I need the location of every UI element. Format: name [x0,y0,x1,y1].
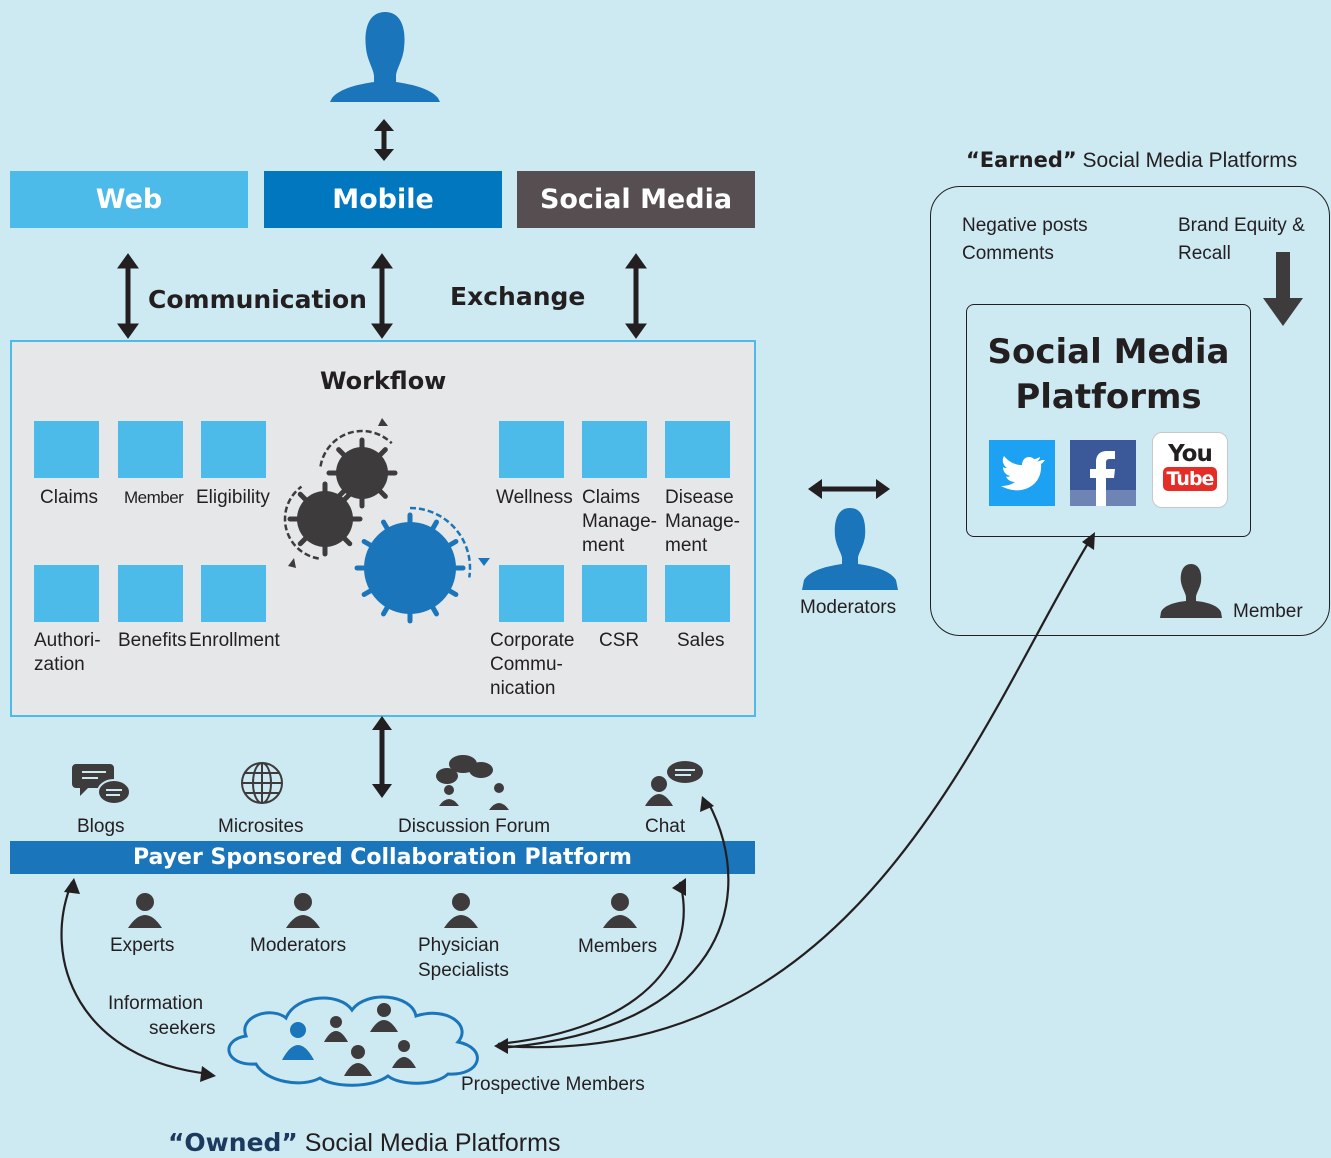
module-label: Authori- [34,630,101,651]
module-block [34,421,99,478]
person-icon [603,893,637,928]
communication-label: Communication [148,285,367,314]
module-block [665,421,730,478]
module-label: Claims [582,487,641,508]
comments-label: Comments [962,243,1054,264]
earned-caption-bold: “Earned” [966,148,1077,172]
globe-icon [241,762,283,804]
double-arrow-icon [372,716,392,798]
exchange-label: Exchange [450,282,586,311]
platforms-title: Social Media Platforms [966,330,1251,420]
user-icon [330,12,440,102]
module-block [201,565,266,622]
brand-equity-label: Brand Equity & [1178,215,1305,236]
module-label: Manage- [582,511,657,532]
moderators-center-label: Moderators [800,597,897,618]
module-label: zation [34,654,85,675]
prospective-members-label: Prospective Members [461,1074,645,1095]
owned-caption: “Owned” Social Media Platforms [168,1128,560,1158]
module-label: Benefits [118,630,187,651]
module-block [582,421,647,478]
cloud-icon [227,995,479,1087]
down-arrow-icon [1263,252,1303,326]
youtube-tube: Tube [1162,467,1218,491]
module-block [118,565,183,622]
module-label: Commu- [490,654,563,675]
platform-bar-label: Payer Sponsored Collaboration Platform [133,845,632,870]
microsites-label: Microsites [218,816,304,837]
member-label: Member [1233,601,1303,622]
arrows-channels [117,253,647,339]
module-label: Enrollment [189,630,280,651]
mobile-channel: Mobile [264,171,502,228]
platforms-box [966,304,1251,537]
module-block [582,565,647,622]
youtube-icon: You Tube [1152,432,1228,508]
gear-icon [283,418,490,624]
negative-posts-label: Negative posts [962,215,1088,236]
module-label: Wellness [496,487,573,508]
module-label: ment [582,535,625,556]
module-block [499,565,564,622]
module-label: Claims [40,487,99,508]
youtube-you: You [1168,441,1213,467]
blogs-label: Blogs [77,816,125,837]
moderators-label: Moderators [250,935,347,956]
recall-label: Recall [1178,243,1231,264]
owned-caption-rest: Social Media Platforms [297,1129,561,1157]
platforms-title-line1: Social Media [987,332,1230,372]
person-icon [286,893,320,928]
module-label: Member [124,488,184,507]
information-seekers-label: Information [108,993,204,1014]
earned-box [930,186,1330,636]
module-label: Sales [677,630,725,651]
members-label: Members [578,936,658,957]
web-channel: Web [10,171,248,228]
forum-icon [436,755,509,810]
double-arrow-icon [374,119,394,161]
chat-label: Chat [645,816,686,837]
specialists-label: Specialists [418,960,509,981]
module-label: ment [665,535,708,556]
module-label: Corporate [490,630,575,651]
owned-caption-bold: “Owned” [168,1128,298,1157]
chat-icon [645,761,703,806]
earned-caption: “Earned” Social Media Platforms [966,147,1297,174]
module-label: CSR [599,630,640,651]
moderator-icon [802,508,898,590]
earned-caption-rest: Social Media Platforms [1076,149,1298,172]
experts-label: Experts [110,935,175,956]
platforms-title-line2: Platforms [1015,377,1202,417]
physician-label: Physician [418,935,500,956]
module-label: Eligibility [196,487,270,508]
chat-bubbles-icon [72,764,131,805]
module-block [34,565,99,622]
twitter-icon [989,440,1055,506]
module-label: Disease [665,487,734,508]
person-icon [444,893,478,928]
mobile-label: Mobile [332,184,434,215]
module-block [201,421,266,478]
member-icon [1160,564,1222,618]
web-label: Web [95,184,163,215]
module-label: Manage- [665,511,740,532]
module-block [118,421,183,478]
social-media-channel: Social Media [517,171,755,228]
collaboration-platform-bar: Payer Sponsored Collaboration Platform [10,841,755,874]
module-label: nication [490,678,556,699]
social-media-label: Social Media [539,184,733,215]
workflow-title: Workflow [320,367,447,395]
module-block [499,421,564,478]
forum-label: Discussion Forum [398,816,551,837]
facebook-icon [1070,440,1136,506]
module-block [665,565,730,622]
information-seekers-label: seekers [149,1018,216,1039]
person-icon [128,893,162,928]
